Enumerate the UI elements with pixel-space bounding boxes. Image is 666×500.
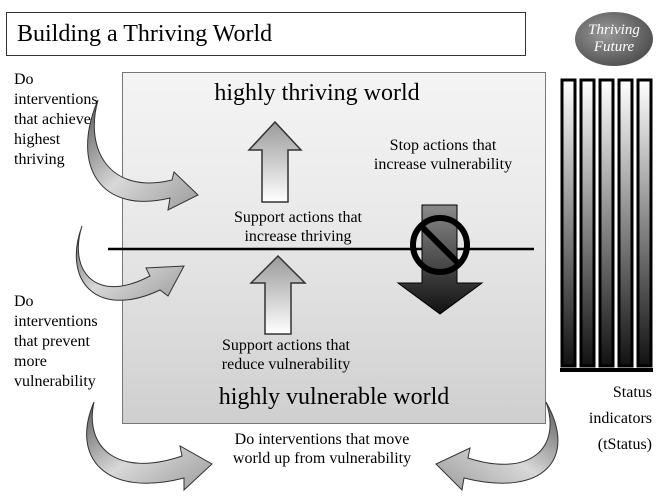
up-arrow-icon [247,120,303,203]
intervention-highest-text: Do interventions that achieve highest th… [14,71,98,168]
status-baseline [560,368,653,372]
thriving-world-label: highly thriving world [214,80,420,106]
support-reduce-text: Support actions that reduce vulnerabilit… [221,337,351,373]
vulnerable-world-label: highly vulnerable world [218,384,450,410]
prohibition-icon [410,215,470,275]
logo-line-1: Thriving [588,22,640,38]
status-bar [560,78,577,368]
curved-arrow-icon [435,401,559,492]
thriving-future-logo: Thriving Future [575,12,653,66]
status-bar [579,78,596,368]
status-bar [617,78,634,368]
intervention-move-up-text: Do interventions that move world up from… [232,431,412,467]
intervention-prevent-text: Do interventions that prevent more vulne… [14,293,98,390]
stop-actions-text: Stop actions that increase vulnerability [373,137,513,173]
status-indicator-bars [560,78,653,372]
up-arrow-icon [249,254,307,335]
page-title: Building a Thriving World [6,12,526,56]
logo-line-2: Future [593,39,635,55]
support-thriving-text: Support actions that increase thriving [234,209,362,245]
status-bar [598,78,615,368]
status-indicators-label: Status indicators (tStatus) [588,384,652,453]
curved-arrow-icon [87,99,199,211]
down-arrow-icon [396,204,484,315]
curved-arrow-icon [86,401,213,492]
curved-arrow-icon [75,225,185,301]
status-bar [636,78,653,368]
